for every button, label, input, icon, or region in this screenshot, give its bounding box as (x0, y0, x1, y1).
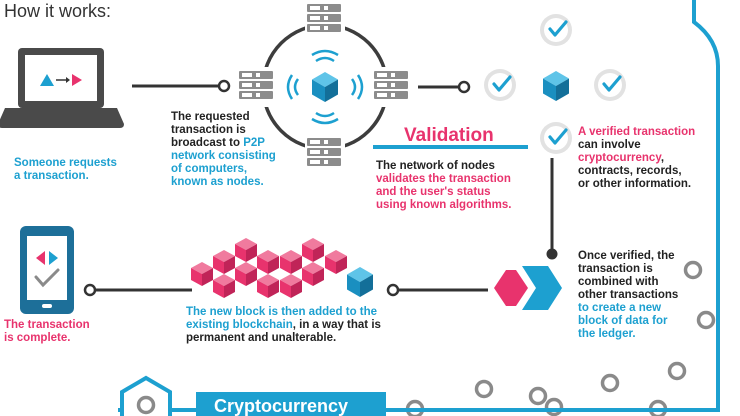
chain-link (600, 373, 620, 393)
chain-link (528, 386, 548, 406)
validation-heading: Validation (404, 125, 494, 146)
chain-link (696, 310, 716, 330)
phone-icon (20, 226, 74, 314)
connector-dot (217, 79, 231, 93)
step1-text: Someone requests a transaction. (14, 157, 117, 182)
p2p-network (236, 0, 412, 170)
connector-dot (546, 248, 558, 260)
chain-link (136, 395, 156, 415)
connector-dot (457, 80, 471, 94)
validation-text: The network of nodes validates the trans… (376, 160, 512, 211)
chain-link (667, 361, 687, 381)
chain-link (544, 397, 564, 416)
page-title: How it works: (4, 1, 112, 21)
cryptocurrency-label-bg (196, 392, 386, 416)
chain-link (474, 379, 494, 399)
verified-text: A verified transaction can involve crypt… (578, 126, 696, 190)
chain-line (692, 0, 720, 412)
connector-dot (386, 283, 400, 297)
complete-text: The transaction is complete. (4, 319, 90, 344)
arrow-logo-icon (494, 266, 562, 310)
blockchain-blocks-icon (191, 238, 373, 298)
combined-text: Once verified, the transaction is combin… (578, 250, 679, 340)
cryptocurrency-label: Cryptocurrency (214, 396, 349, 416)
chain-link (683, 260, 703, 280)
laptop-icon (0, 48, 124, 128)
step2-text: The requested transaction is broadcast t… (171, 111, 276, 188)
connector-dot (83, 283, 97, 297)
block-added-text: The new block is then added to the exist… (186, 306, 381, 344)
